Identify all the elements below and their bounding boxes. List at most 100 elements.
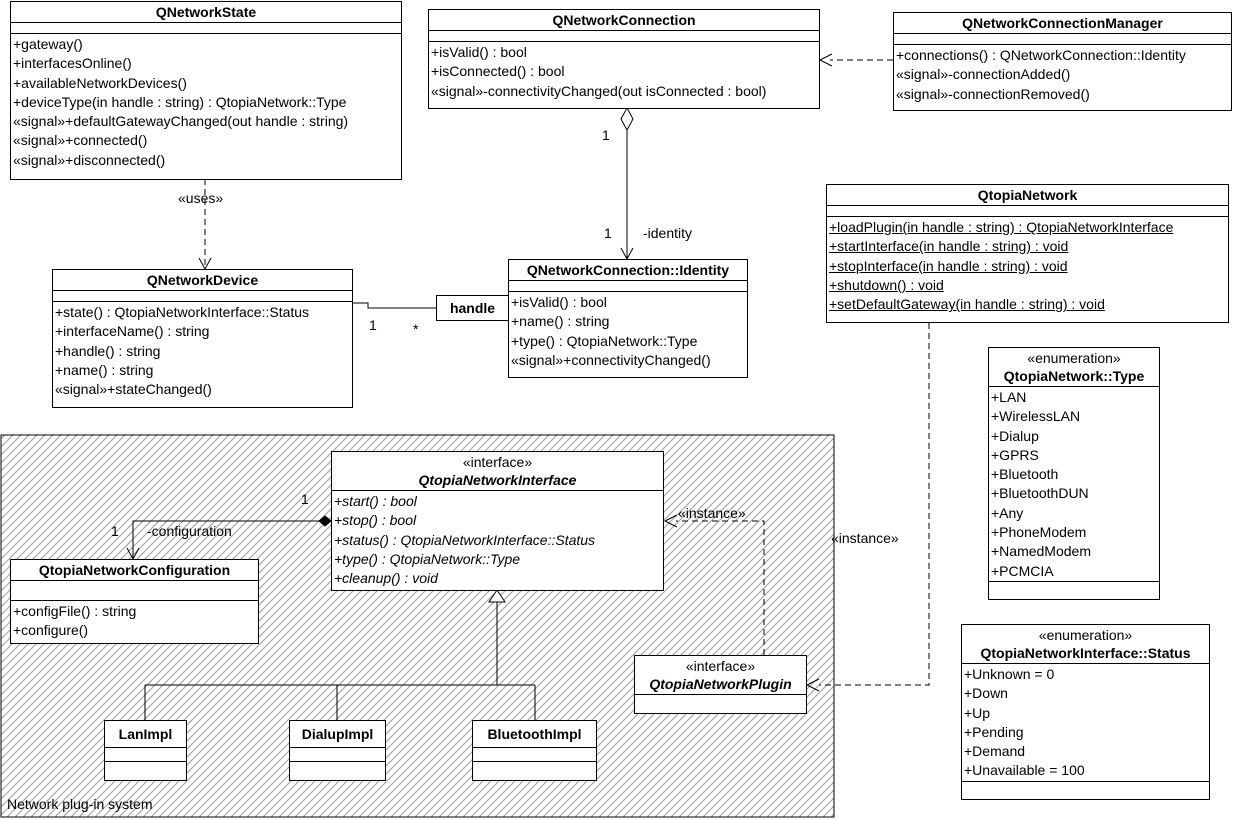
attribute-compartment [105, 748, 186, 762]
stereotype: «interface» [685, 658, 756, 674]
abstract-operation: +start() : bool [334, 493, 417, 509]
operation: «signal»+disconnected() [13, 151, 166, 168]
uses-label: «uses» [178, 190, 224, 206]
attribute-compartment [473, 748, 596, 762]
operation: +isValid() : bool [511, 294, 607, 310]
operation: +deviceType(in handle : string) : Qtopia… [13, 93, 347, 110]
enum-literal: +Unavailable = 100 [964, 762, 1085, 779]
attribute-compartment [894, 34, 1231, 45]
operation: «signal»-connectivityChanged(out isConne… [431, 82, 767, 99]
operation: +name() : string [55, 361, 154, 378]
operations-compartment: +loadPlugin(in handle : string) : Qtopia… [827, 217, 1228, 314]
class-qnetworkconnection-identity: QNetworkConnection::Identity +isValid() … [508, 259, 748, 378]
operation: +configFile() : string [13, 603, 137, 619]
static-operation: +stopInterface(in handle : string) : voi… [829, 257, 1068, 274]
class-name: QNetworkDevice [146, 272, 259, 288]
configuration-composition [132, 520, 319, 558]
enum-qtopianetwork-type: «enumeration» QtopiaNetwork::Type +LAN +… [988, 347, 1160, 600]
enum-literal: +GPRS [991, 446, 1039, 463]
operation: +isConnected() : bool [431, 63, 565, 80]
abstract-operation: +cleanup() : void [334, 570, 438, 587]
multiplicity-label: 1 [602, 127, 610, 143]
enum-literal: +LAN [991, 389, 1027, 405]
enum-qtopianetworkinterface-status: «enumeration» QtopiaNetworkInterface::St… [961, 624, 1210, 800]
multiplicity-label: 1 [369, 317, 377, 333]
class-qtopianetworkconfiguration: QtopiaNetworkConfiguration +configFile()… [10, 559, 259, 644]
operation: +interfaceName() : string [55, 323, 210, 340]
literals-compartment: +Unknown = 0 +Down +Up +Pending +Demand … [962, 664, 1209, 782]
stereotype: «interface» [462, 454, 533, 470]
abstract-operation: +stop() : bool [334, 512, 417, 529]
class-name: QtopiaNetwork::Type [1003, 368, 1145, 384]
instance-arrowhead-1 [663, 514, 678, 528]
class-name: QNetworkConnectionManager [962, 15, 1163, 31]
class-qnetworkconnection: QNetworkConnection +isValid() : bool +is… [428, 9, 820, 109]
instance-label: «instance» [678, 505, 746, 521]
enum-literal: +Unknown = 0 [964, 666, 1055, 682]
class-name: QtopiaNetworkPlugin [649, 676, 792, 692]
attribute-compartment [11, 23, 401, 34]
attribute-compartment [290, 748, 385, 762]
class-qnetworkstate: QNetworkState +gateway() +interfacesOnli… [10, 1, 402, 180]
instance-dependency-1 [676, 520, 765, 655]
operations-compartment: +isValid() : bool +isConnected() : bool … [429, 42, 819, 101]
class-qnetworkconnectionmanager: QNetworkConnectionManager +connections()… [893, 12, 1232, 111]
operation: «signal»+stateChanged() [55, 381, 212, 398]
operations-compartment: +configFile() : string +configure() [11, 601, 258, 641]
generalization-triangle [488, 589, 506, 603]
multiplicity-label: 1 [604, 225, 612, 241]
enum-literal: +Pending [964, 723, 1024, 740]
operation: +state() : QtopiaNetworkInterface::Statu… [55, 304, 310, 320]
static-operation: +startInterface(in handle : string) : vo… [829, 238, 1069, 255]
class-name: DialupImpl [301, 726, 374, 742]
operation: +gateway() [13, 36, 83, 52]
operation: +name() : string [511, 313, 610, 330]
operation: «signal»+connectivityChanged() [511, 351, 711, 368]
abstract-operation: +status() : QtopiaNetworkInterface::Stat… [334, 531, 596, 548]
operations-compartment: +start() : bool +stop() : bool +status()… [332, 491, 663, 588]
class-name: QNetworkConnection::Identity [526, 262, 730, 278]
enum-literal: +PCMCIA [991, 562, 1054, 579]
operation: «signal»-connectionAdded() [896, 66, 1071, 83]
class-qnetworkdevice: QNetworkDevice +state() : QtopiaNetworkI… [52, 269, 353, 408]
class-name: QtopiaNetworkConfiguration [38, 562, 231, 578]
enum-literal: +Demand [964, 743, 1026, 760]
operation: «signal»-connectionRemoved() [896, 85, 1090, 102]
enum-literal: +WirelessLAN [991, 408, 1081, 425]
instance-label: «instance» [831, 530, 899, 546]
class-bluetoothimpl: BluetoothImpl [472, 720, 597, 781]
operation: +type() : QtopiaNetwork::Type [511, 332, 698, 349]
operation: «signal»+connected() [13, 132, 148, 149]
enum-literal: +PhoneModem [991, 524, 1087, 541]
enum-literal: +Any [991, 504, 1024, 521]
static-operation: +shutdown() : void [829, 276, 944, 293]
static-operation: +setDefaultGateway(in handle : string) :… [829, 296, 1105, 313]
interface-qtopianetworkplugin: «interface» QtopiaNetworkPlugin [634, 655, 807, 714]
class-dialupimpl: DialupImpl [289, 720, 386, 781]
attribute-compartment [429, 31, 819, 42]
class-lanimpl: LanImpl [104, 720, 187, 781]
operation: +handle() : string [55, 342, 161, 359]
literals-compartment: +LAN +WirelessLAN +Dialup +GPRS +Bluetoo… [989, 387, 1159, 582]
enum-literal: +Down [964, 685, 1008, 702]
enum-literal: +Dialup [991, 427, 1039, 444]
attribute-compartment [827, 206, 1228, 217]
enum-literal: +NamedModem [991, 543, 1091, 560]
role-label: -identity [643, 225, 693, 241]
class-name: QNetworkConnection [552, 12, 696, 28]
device-handle-association [352, 302, 436, 309]
class-qtopianetwork: QtopiaNetwork +loadPlugin(in handle : st… [826, 184, 1229, 323]
operations-compartment: +state() : QtopiaNetworkInterface::Statu… [53, 302, 352, 399]
attribute-compartment [509, 281, 747, 292]
operations-compartment: +gateway() +interfacesOnline() +availabl… [11, 34, 401, 170]
class-name: QNetworkState [155, 4, 257, 20]
multiplicity-label: 1 [111, 523, 119, 539]
instance-arrowhead-2 [805, 678, 820, 692]
operation: +isValid() : bool [431, 44, 527, 60]
stereotype: «enumeration» [1038, 627, 1133, 643]
enum-literal: +Bluetooth [991, 466, 1059, 483]
interface-qtopianetworkinterface: «interface» QtopiaNetworkInterface +star… [331, 451, 664, 591]
class-name: QtopiaNetwork [977, 187, 1078, 203]
class-name: LanImpl [118, 726, 173, 742]
generalization-tree [144, 602, 536, 720]
